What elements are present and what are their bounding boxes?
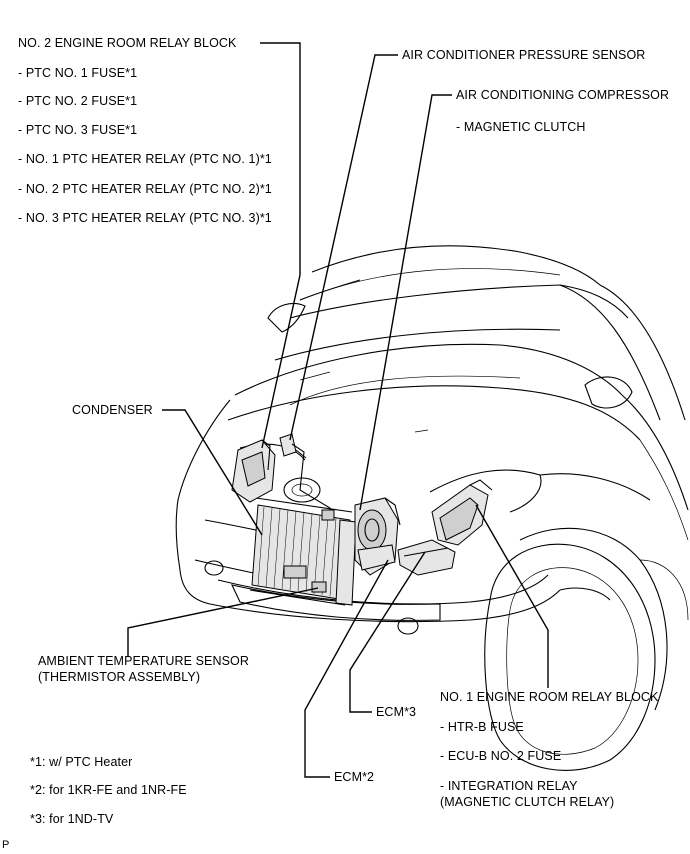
car-body bbox=[175, 245, 689, 771]
relay-block-1-title: NO. 1 ENGINE ROOM RELAY BLOCK bbox=[440, 690, 659, 704]
condenser-label: CONDENSER bbox=[72, 403, 153, 417]
relay-block-2-item-4: - NO. 1 PTC HEATER RELAY (PTC NO. 1)*1 bbox=[18, 152, 272, 166]
condenser-core bbox=[249, 497, 353, 606]
ambient-sensor-label-1: AMBIENT TEMPERATURE SENSOR bbox=[38, 654, 249, 668]
ac-compressor-title: AIR CONDITIONING COMPRESSOR bbox=[456, 88, 670, 102]
relay-block-1-item-2: - ECU-B NO. 2 FUSE bbox=[440, 749, 562, 763]
ecm2-label: ECM*2 bbox=[334, 770, 375, 784]
relay-block-2-item-1: - PTC NO. 1 FUSE*1 bbox=[18, 66, 138, 80]
footnote-2: *2: for 1KR-FE and 1NR-FE bbox=[30, 783, 187, 797]
relay-block-1-item-3-cont: (MAGNETIC CLUTCH RELAY) bbox=[440, 795, 615, 809]
ecm3-label: ECM*3 bbox=[376, 705, 417, 719]
relay-block-2-part bbox=[231, 439, 276, 503]
corner-mark: P bbox=[2, 839, 10, 851]
component-parts bbox=[231, 433, 493, 606]
relay-block-2-title: NO. 2 ENGINE ROOM RELAY BLOCK bbox=[18, 36, 237, 50]
relay-block-1-item-1: - HTR-B FUSE bbox=[440, 720, 524, 734]
relay-block-2-item-2: - PTC NO. 2 FUSE*1 bbox=[18, 94, 138, 108]
relay-block-2-item-6: - NO. 3 PTC HEATER RELAY (PTC NO. 3)*1 bbox=[18, 211, 272, 225]
relay-block-2-item-3: - PTC NO. 3 FUSE*1 bbox=[18, 123, 138, 137]
ecm-part bbox=[397, 539, 456, 576]
ac-compressor-item: - MAGNETIC CLUTCH bbox=[456, 120, 586, 134]
relay-block-1-part bbox=[431, 479, 493, 546]
footnote-3: *3: for 1ND-TV bbox=[30, 812, 114, 826]
pressure-sensor-part bbox=[279, 433, 335, 521]
ambient-sensor-label-2: (THERMISTOR ASSEMBLY) bbox=[38, 670, 201, 684]
relay-block-1-item-3: - INTEGRATION RELAY bbox=[440, 779, 578, 793]
leader-lines bbox=[127, 42, 549, 778]
ambient-sensor-part bbox=[311, 581, 327, 593]
ac-pressure-sensor-label: AIR CONDITIONER PRESSURE SENSOR bbox=[402, 48, 646, 62]
footnote-1: *1: w/ PTC Heater bbox=[30, 755, 133, 769]
compressor-part bbox=[354, 497, 401, 576]
relay-block-2-item-5: - NO. 2 PTC HEATER RELAY (PTC NO. 2)*1 bbox=[18, 182, 272, 196]
